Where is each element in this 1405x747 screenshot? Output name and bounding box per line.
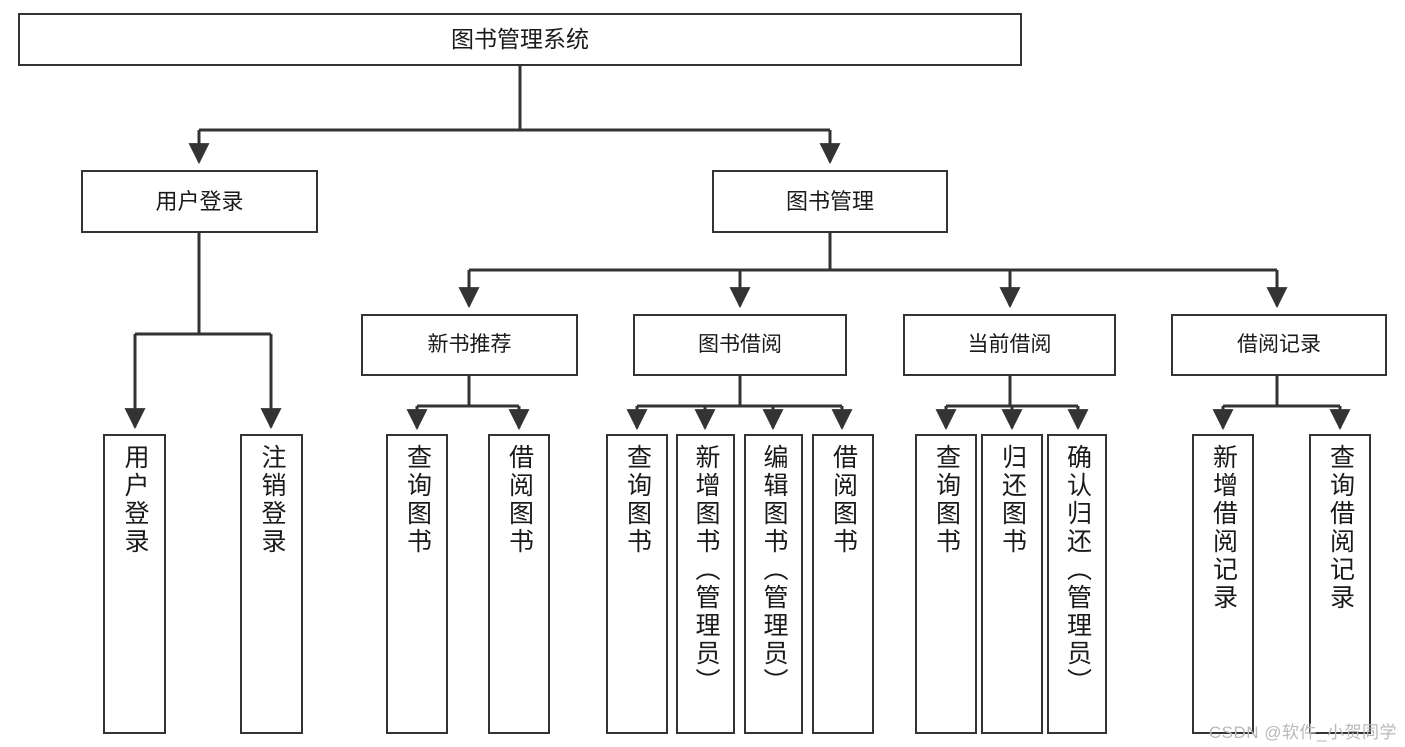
node-root-label: 图书管理系统 bbox=[451, 26, 589, 53]
node-current-borrow[interactable]: 当前借阅 bbox=[903, 314, 1116, 376]
leaf-record-query-label: 查询借阅记录 bbox=[1326, 444, 1355, 612]
leaf-user-login-signout[interactable]: 注销登录 bbox=[240, 434, 303, 734]
leaf-new-book-borrow[interactable]: 借阅图书 bbox=[488, 434, 550, 734]
leaf-book-borrow-lend-label: 借阅图书 bbox=[829, 444, 858, 556]
leaf-current-borrow-query-label: 查询图书 bbox=[932, 444, 961, 556]
node-user-login[interactable]: 用户登录 bbox=[81, 170, 318, 233]
leaf-record-add-label: 新增借阅记录 bbox=[1209, 444, 1238, 612]
node-book-management-label: 图书管理 bbox=[785, 188, 874, 214]
leaf-current-borrow-return-label: 归还图书 bbox=[998, 444, 1027, 556]
node-book-borrow[interactable]: 图书借阅 bbox=[633, 314, 847, 376]
node-current-borrow-label: 当前借阅 bbox=[967, 332, 1052, 356]
node-new-book-recommend-label: 新书推荐 bbox=[427, 332, 512, 356]
node-user-login-label: 用户登录 bbox=[155, 188, 244, 214]
leaf-current-borrow-query[interactable]: 查询图书 bbox=[915, 434, 977, 734]
leaf-book-borrow-edit[interactable]: 编辑图书（管理员） bbox=[744, 434, 803, 734]
leaf-book-borrow-query[interactable]: 查询图书 bbox=[606, 434, 668, 734]
leaf-current-borrow-return[interactable]: 归还图书 bbox=[981, 434, 1043, 734]
leaf-user-login-signout-label: 注销登录 bbox=[258, 444, 286, 556]
node-book-management[interactable]: 图书管理 bbox=[712, 170, 948, 233]
leaf-new-book-query-label: 查询图书 bbox=[403, 444, 432, 556]
leaf-new-book-query[interactable]: 查询图书 bbox=[386, 434, 448, 734]
leaf-book-borrow-edit-label: 编辑图书（管理员） bbox=[760, 444, 788, 696]
node-root[interactable]: 图书管理系统 bbox=[18, 13, 1022, 66]
leaf-book-borrow-query-label: 查询图书 bbox=[623, 444, 652, 556]
leaf-record-query[interactable]: 查询借阅记录 bbox=[1309, 434, 1371, 734]
node-new-book-recommend[interactable]: 新书推荐 bbox=[361, 314, 578, 376]
leaf-current-borrow-confirm-label: 确认归还（管理员） bbox=[1063, 444, 1092, 696]
csdn-watermark: CSDN @软件_小贺同学 bbox=[1208, 723, 1397, 742]
leaf-current-borrow-confirm[interactable]: 确认归还（管理员） bbox=[1047, 434, 1107, 734]
leaf-user-login-signin[interactable]: 用户登录 bbox=[103, 434, 166, 734]
node-borrow-record-label: 借阅记录 bbox=[1237, 332, 1321, 356]
leaf-new-book-borrow-label: 借阅图书 bbox=[505, 444, 534, 556]
leaf-book-borrow-lend[interactable]: 借阅图书 bbox=[812, 434, 874, 734]
leaf-book-borrow-add[interactable]: 新增图书（管理员） bbox=[676, 434, 735, 734]
leaf-record-add[interactable]: 新增借阅记录 bbox=[1192, 434, 1254, 734]
node-book-borrow-label: 图书借阅 bbox=[698, 332, 782, 356]
leaf-user-login-signin-label: 用户登录 bbox=[121, 444, 149, 556]
leaf-book-borrow-add-label: 新增图书（管理员） bbox=[692, 444, 720, 696]
node-borrow-record[interactable]: 借阅记录 bbox=[1171, 314, 1387, 376]
